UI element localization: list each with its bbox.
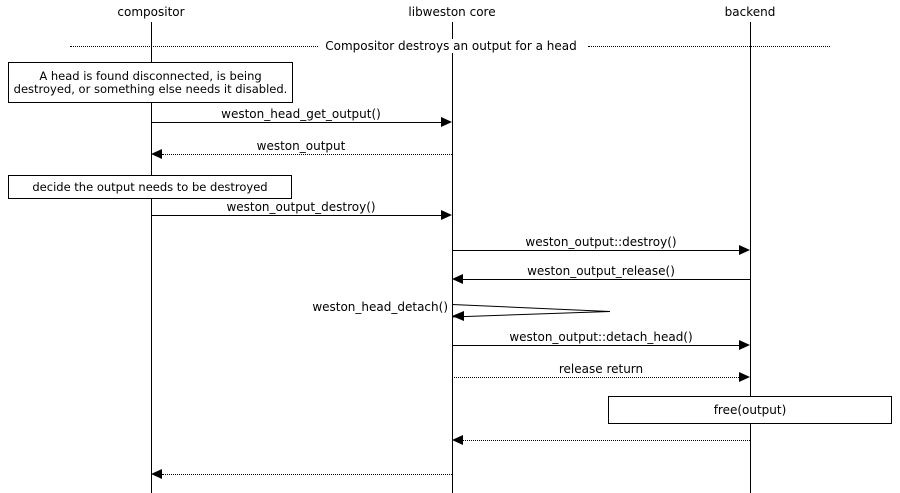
msg-label-weston-output-return: weston_output (253, 139, 349, 153)
arrow-head-backend-return (452, 435, 463, 445)
divider-line-left (70, 46, 318, 47)
lifeline-line-libweston-core (452, 22, 453, 493)
lifeline-line-backend (750, 22, 751, 493)
msg-label-weston-head-detach: weston_head_detach() (309, 300, 451, 314)
msg-line-release-return (452, 377, 739, 378)
arrow-head-weston-output-release (452, 274, 463, 284)
msg-line-weston-head-get-output (151, 122, 441, 123)
arrow-head-weston-output-destroy-vfunc (739, 245, 750, 255)
msg-label-weston-head-get-output: weston_head_get_output() (218, 107, 384, 121)
msg-label-weston-output-destroy: weston_output_destroy() (223, 200, 379, 214)
arrow-head-weston-head-get-output (441, 117, 452, 127)
msg-label-release-return: release return (555, 362, 647, 376)
lifeline-header-backend: backend (724, 5, 776, 19)
arrow-head-core-return (151, 469, 162, 479)
msg-self-loop-weston-head-detach (452, 300, 617, 326)
msg-line-weston-output-destroy-vfunc (452, 250, 739, 251)
msg-line-core-return (162, 474, 452, 475)
msg-label-weston-output-detach-head: weston_output::detach_head() (506, 330, 696, 344)
note-head-disconnected: A head is found disconnected, is being d… (8, 62, 293, 103)
arrow-head-weston-output-return (151, 149, 162, 159)
lifeline-header-compositor: compositor (117, 5, 185, 19)
lifeline-header-libweston-core: libweston core (408, 5, 496, 19)
msg-line-weston-output-return (162, 154, 452, 155)
arrow-head-release-return (739, 372, 750, 382)
msg-line-backend-return (463, 440, 750, 441)
note-free-output: free(output) (608, 396, 892, 424)
lifeline-line-compositor (151, 22, 152, 493)
note-decide-destroy-text: decide the output needs to be destroyed (32, 179, 268, 194)
note-head-disconnected-text: A head is found disconnected, is being d… (13, 68, 288, 96)
msg-line-weston-output-destroy (151, 215, 441, 216)
msg-label-weston-output-destroy-vfunc: weston_output::destroy() (522, 235, 680, 249)
msg-label-weston-output-release: weston_output_release() (524, 264, 678, 278)
arrow-head-weston-output-detach-head (739, 340, 750, 350)
msg-line-weston-output-release (463, 279, 750, 280)
divider-line-right (588, 46, 830, 47)
msg-line-weston-output-detach-head (452, 345, 739, 346)
divider-label: Compositor destroys an output for a head (321, 39, 581, 53)
note-decide-destroy: decide the output needs to be destroyed (8, 175, 292, 199)
note-free-output-text: free(output) (713, 402, 787, 417)
arrow-head-weston-output-destroy (441, 210, 452, 220)
